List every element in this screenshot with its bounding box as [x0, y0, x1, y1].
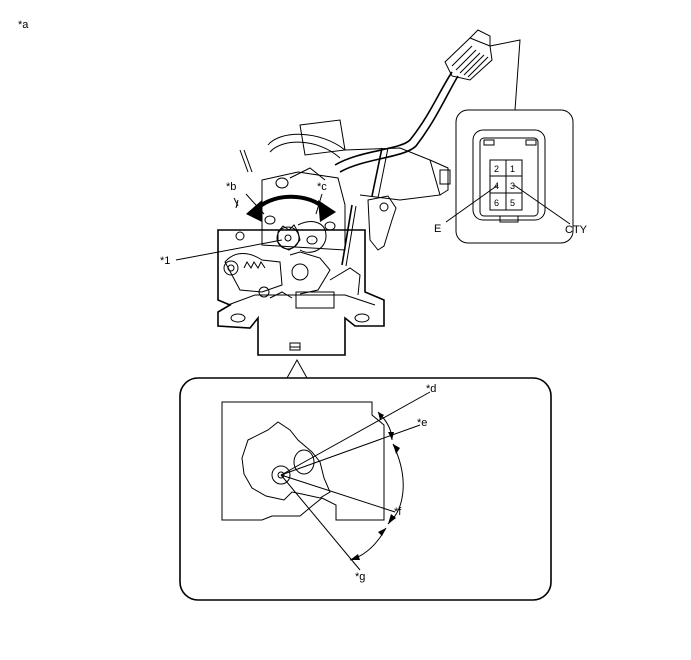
label-d: *d	[426, 383, 436, 395]
latch-assembly	[217, 119, 451, 356]
cam-detail-view	[179, 377, 552, 601]
pin-2: 2	[494, 164, 499, 174]
label-CTY: CTY	[565, 224, 588, 236]
label-c: *c	[317, 181, 327, 193]
label-f: *f	[394, 506, 402, 518]
label-b: *b	[226, 181, 236, 193]
rotation-arrow	[246, 194, 336, 222]
label-E: E	[434, 223, 441, 235]
label-g: *g	[355, 571, 365, 583]
pin-1: 1	[510, 164, 515, 174]
wire-harness	[267, 71, 459, 173]
harness-plug	[444, 29, 493, 81]
pin-3: 3	[510, 181, 515, 191]
label-e: *e	[417, 417, 427, 429]
detail-callout	[286, 358, 308, 379]
connector-callout-lines	[489, 39, 521, 111]
label-1: *1	[160, 255, 170, 267]
pin-6: 6	[494, 198, 499, 208]
pin-5: 5	[510, 198, 515, 208]
label-a: *a	[18, 19, 29, 31]
connector-detail: 2 1 4 3 6 5	[445, 109, 574, 244]
